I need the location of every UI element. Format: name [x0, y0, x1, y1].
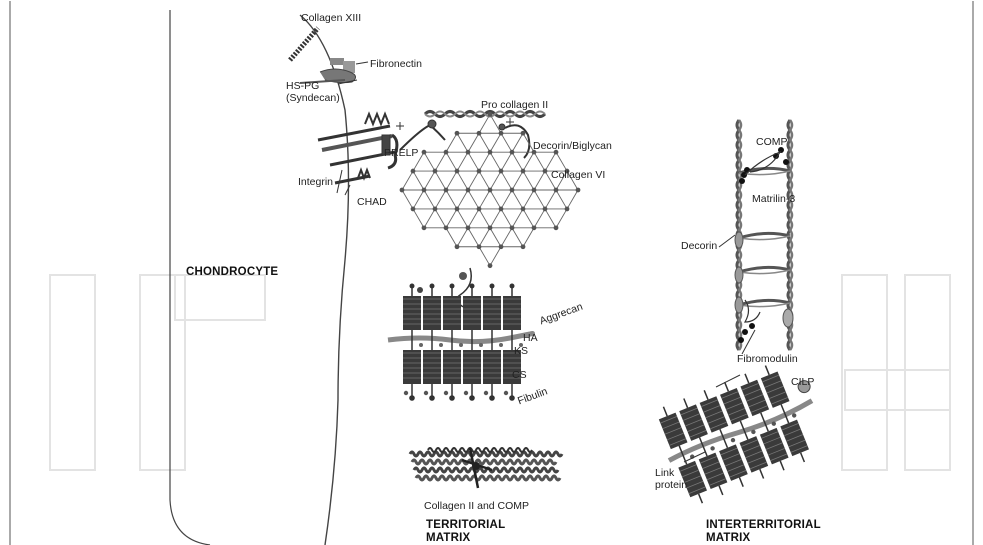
- label-matrilin-3: Matrilin-3: [752, 193, 796, 205]
- label-link-protein: protein: [655, 479, 688, 491]
- label-pro-collagen-ii: Pro collagen II: [481, 99, 549, 111]
- chondrocyte-membrane: [169, 10, 211, 545]
- label-link: Link: [655, 467, 675, 479]
- label-interterritorial: INTERTERRITORIAL: [706, 519, 821, 531]
- label-interterritorial-matrix: MATRIX: [706, 532, 751, 544]
- label-collagen-vi: Collagen VI: [551, 169, 606, 181]
- pro-collagen-ii-molecule: [423, 110, 547, 118]
- collagen-vi-network: [399, 111, 581, 269]
- label-decorin-biglycan: Decorin/Biglycan: [533, 140, 612, 152]
- collagen-ii-comp-fibril: [408, 447, 564, 489]
- label-prelp: PRELP: [384, 147, 419, 159]
- label-chad: CHAD: [357, 196, 387, 208]
- leader-lines: [336, 79, 756, 463]
- label-collagen-ii-comp: Collagen II and COMP: [424, 500, 530, 512]
- interterritorial-collagen-fibrils: [734, 119, 794, 351]
- decorin-biglycan-molecule: [498, 118, 531, 159]
- label-syndecan: (Syndecan): [286, 92, 340, 104]
- label-comp: COMP: [756, 136, 788, 148]
- label-territorial: TERRITORIAL: [426, 519, 506, 531]
- label-territorial-matrix: MATRIX: [426, 532, 471, 544]
- interterritorial-aggrecan: [658, 365, 814, 504]
- collagen-xiii-molecule: [288, 26, 320, 62]
- label-hs-pg: HS-PG: [286, 80, 320, 92]
- fibronectin-molecule: [319, 58, 369, 84]
- label-chondrocyte: CHONDROCYTE: [186, 266, 279, 278]
- label-cs: CS: [512, 369, 527, 381]
- label-decorin: Decorin: [681, 240, 718, 252]
- label-cilp: CILP: [791, 376, 815, 388]
- prelp-molecule: [399, 119, 446, 151]
- label-integrin: Integrin: [298, 176, 334, 188]
- label-ha: HA: [523, 332, 538, 344]
- aggrecan-complex: [387, 283, 535, 401]
- label-fibronectin: Fibronectin: [370, 58, 422, 70]
- label-fibromodulin: Fibromodulin: [737, 353, 798, 365]
- label-ks: KS: [514, 345, 529, 357]
- integrin-molecules: [317, 111, 404, 185]
- label-collagen-xiii: Collagen XIII: [301, 12, 362, 24]
